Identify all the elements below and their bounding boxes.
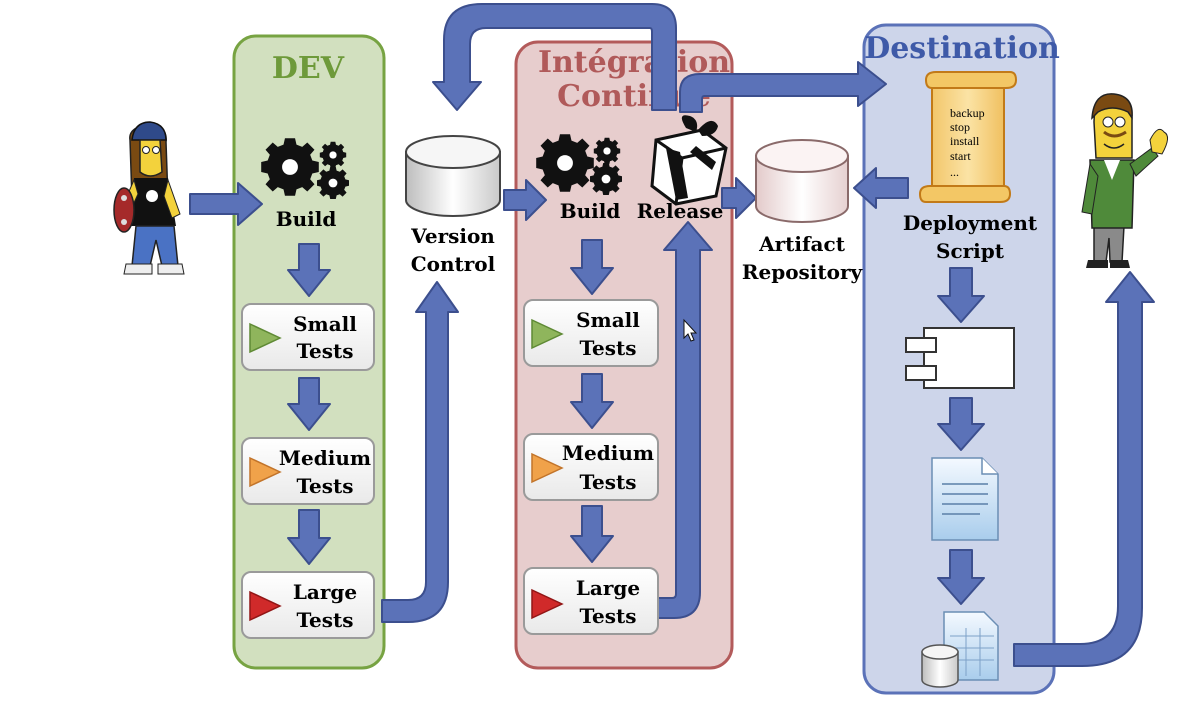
dev-small-tests-line2: Tests <box>296 339 353 363</box>
release-gift-box-icon <box>650 115 728 206</box>
ci-medium-tests-line1: Medium <box>562 441 654 465</box>
ci-small-tests: Small Tests <box>523 299 659 367</box>
arrow-medium-to-large <box>287 509 331 565</box>
mouse-cursor-icon <box>683 318 698 342</box>
version-control-database-icon <box>405 135 501 217</box>
dev-large-tests: Large Tests <box>241 571 375 639</box>
arrow-script-to-component <box>937 267 985 323</box>
script-line-start: start <box>950 149 971 163</box>
orange-flag-icon <box>531 452 564 484</box>
artifact-repository-database-icon <box>755 139 849 223</box>
end-user-character <box>1081 93 1168 268</box>
artifact-repository-label-line1: Artifact <box>758 232 846 256</box>
arrow-vcs-to-ci-build <box>503 179 547 221</box>
deployment-script-label-line1: Deployment <box>903 211 1038 235</box>
document-icon <box>931 457 999 541</box>
script-line-install: install <box>950 134 980 148</box>
green-flag-icon <box>531 318 564 350</box>
arrows <box>189 3 1155 667</box>
dev-build-label: Build <box>276 207 337 231</box>
database-table-icon <box>921 611 999 688</box>
arrow-ci-build-to-small <box>570 239 614 295</box>
deployment-script-label-line2: Script <box>936 239 1005 263</box>
ci-small-tests-line2: Tests <box>579 336 636 360</box>
arrow-release-to-vcs-loop <box>432 3 677 111</box>
arrow-document-to-database <box>937 549 985 605</box>
deployment-script-scroll-icon <box>918 71 1018 203</box>
arrow-database-to-user <box>1013 271 1155 667</box>
component-icon <box>905 327 1015 389</box>
ci-large-tests: Large Tests <box>523 567 659 635</box>
developer-character <box>113 121 185 275</box>
arrow-ci-small-to-medium <box>570 373 614 429</box>
dev-medium-tests-line1: Medium <box>279 446 371 470</box>
dev-small-tests-line1: Small <box>293 312 357 336</box>
orange-flag-icon <box>249 456 282 488</box>
dev-large-tests-line2: Tests <box>296 608 353 632</box>
arrow-release-to-destination <box>679 61 887 113</box>
destination-lane-title: Destination <box>864 31 1060 66</box>
ci-large-tests-line2: Tests <box>579 604 636 628</box>
ci-small-tests-line1: Small <box>576 308 640 332</box>
dev-small-tests: Small Tests <box>241 303 375 371</box>
version-control-label-line2: Control <box>411 252 496 276</box>
dev-medium-tests: Medium Tests <box>241 437 375 505</box>
ci-large-tests-line1: Large <box>576 576 640 600</box>
ci-medium-tests-line2: Tests <box>579 470 636 494</box>
ci-medium-tests: Medium Tests <box>523 433 659 501</box>
arrow-build-to-small <box>287 243 331 297</box>
version-control-label-line1: Version <box>410 224 495 248</box>
arrow-large-to-vcs <box>381 281 459 623</box>
arrow-script-to-artifact <box>853 167 909 209</box>
dev-large-tests-line1: Large <box>293 580 357 604</box>
artifact-repository-label-line2: Repository <box>742 260 864 284</box>
arrow-ci-large-to-release <box>657 221 713 619</box>
dev-medium-tests-line2: Tests <box>296 474 353 498</box>
ci-release-label: Release <box>637 199 724 223</box>
script-line-stop: stop <box>950 120 970 134</box>
arrow-release-to-artifact <box>721 177 757 219</box>
arrow-dev-to-build <box>189 182 263 226</box>
red-flag-icon <box>249 590 282 622</box>
arrow-small-to-medium <box>287 377 331 431</box>
red-flag-icon <box>531 588 564 620</box>
ci-build-label: Build <box>560 199 621 223</box>
green-flag-icon <box>249 322 282 354</box>
script-line-ellipsis: ... <box>950 165 959 179</box>
dev-lane-title: DEV <box>272 51 345 86</box>
arrow-ci-medium-to-large <box>570 505 614 563</box>
script-line-backup: backup <box>950 106 985 120</box>
arrow-component-to-document <box>937 397 985 451</box>
